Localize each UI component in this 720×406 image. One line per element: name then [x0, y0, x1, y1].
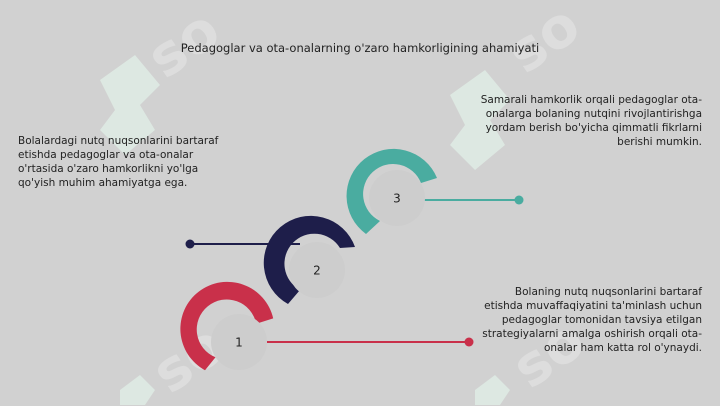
step-1-node: 1	[180, 281, 274, 371]
step-3-number: 3	[393, 192, 401, 206]
slide-title: Pedagoglar va ota-onalarning o'zaro hamk…	[180, 41, 540, 55]
step-3-node: 3	[346, 148, 437, 234]
step-2-text: Bolalardagi nutq nuqsonlarini bartaraf e…	[18, 135, 219, 189]
step-1-text: Bolaning nutq nuqsonlarini bartaraf etis…	[482, 286, 702, 354]
step-2-number: 2	[313, 264, 321, 278]
step-1-number: 1	[235, 336, 243, 350]
connector-step-1	[267, 337, 474, 347]
connector-step-3	[424, 195, 524, 205]
step-3-text: Samarali hamkorlik orqali pedagoglar ota…	[480, 94, 702, 148]
step-2-node: 2	[263, 215, 355, 304]
